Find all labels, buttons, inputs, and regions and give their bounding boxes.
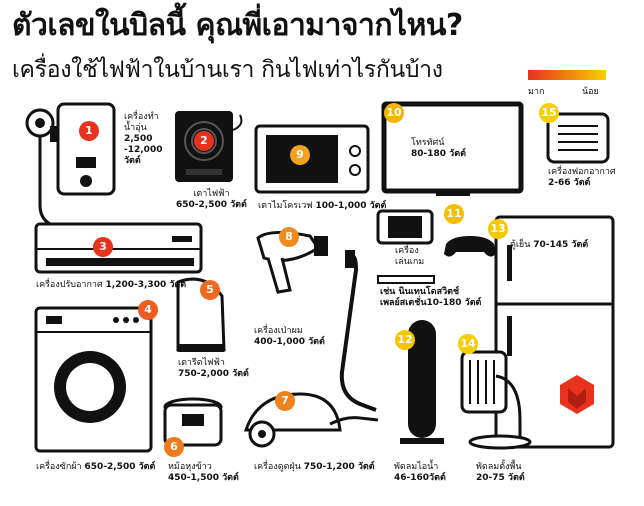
badge-2: 2: [194, 131, 214, 151]
floor-fan-icon: [460, 350, 532, 450]
power-scale-bar: [528, 70, 606, 80]
badge-5: 5: [200, 280, 220, 300]
air-conditioner-icon: [34, 222, 203, 274]
page-title: ตัวเลขในบิลนี้ คุณพี่เอามาจากไหน?: [12, 8, 463, 43]
badge-7: 7: [275, 391, 295, 411]
badge-11: 11: [444, 204, 464, 224]
water-heater-icon: [25, 102, 116, 230]
label-refrigerator: ตู้เย็น 70-145 วัตต์: [510, 240, 589, 250]
badge-6: 6: [164, 437, 184, 457]
legend-high-label: มาก: [528, 87, 545, 97]
label-game-console-watts: เช่น นินเทนโดสวิตช์ เพลย์สเตชั่น10-180 ว…: [380, 287, 482, 308]
label-microwave: เตาไมโครเวฟ 100-1,000 วัตต์: [258, 201, 387, 211]
badge-9: 9: [290, 145, 310, 165]
television-icon: [381, 101, 524, 196]
label-washing-machine: เครื่องซักผ้า 650-2,500 วัตต์: [36, 462, 156, 472]
label-game-console-name: เครื่อง เล่นเกม: [395, 246, 425, 267]
badge-15: 15: [539, 103, 559, 123]
badge-1: 1: [79, 121, 99, 141]
game-console-icon: [376, 209, 496, 284]
label-vacuum-cleaner: เครื่องดูดฝุ่น 750-1,200 วัตต์: [254, 462, 375, 472]
badge-10: 10: [384, 103, 404, 123]
page-subtitle: เครื่องใช้ไฟฟ้าในบ้านเรา กินไฟเท่าไรกันบ…: [12, 57, 443, 83]
badge-12: 12: [395, 330, 415, 350]
label-television: โทรทัศน์80-180 วัตต์: [411, 138, 466, 159]
washing-machine-icon: [34, 306, 153, 453]
badge-3: 3: [93, 237, 113, 257]
legend-low-label: น้อย: [582, 87, 599, 97]
badge-14: 14: [458, 334, 478, 354]
badge-4: 4: [138, 300, 158, 320]
tower-fan-icon: [400, 320, 444, 444]
refrigerator-icon: [494, 215, 615, 449]
label-air-conditioner: เครื่องปรับอากาศ 1,200-3,300 วัตต์: [36, 280, 187, 290]
badge-13: 13: [488, 219, 508, 239]
rice-cooker-icon: [163, 397, 223, 447]
microwave-icon: [254, 124, 370, 194]
air-purifier-icon: [546, 112, 610, 164]
badge-8: 8: [279, 227, 299, 247]
vacuum-cleaner-icon: [243, 250, 379, 448]
